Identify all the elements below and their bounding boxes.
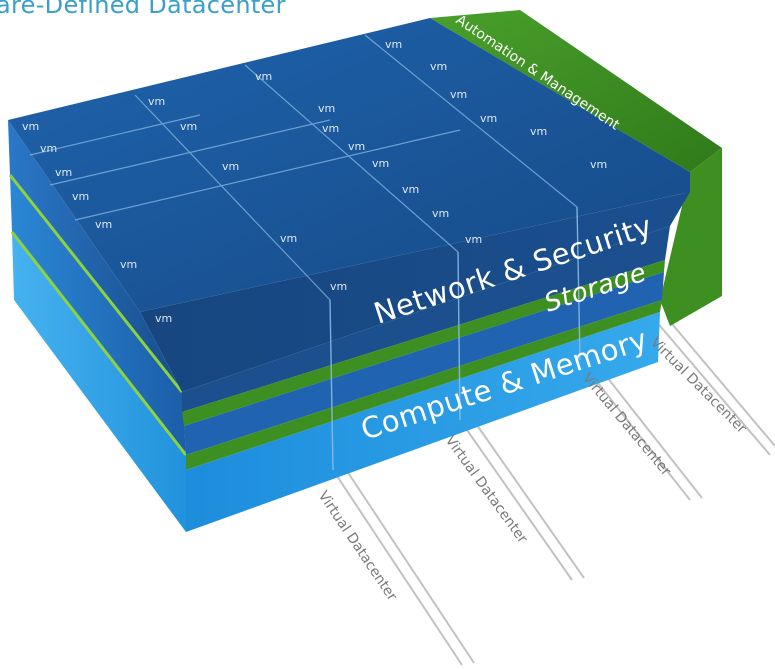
vm-label: vm bbox=[432, 207, 449, 220]
vm-label: vm bbox=[180, 120, 197, 133]
vm-label: vm bbox=[385, 38, 402, 51]
vm-label: vm bbox=[148, 95, 165, 108]
vm-label: vm bbox=[318, 102, 335, 115]
diagram-title: are-Defined Datacenter bbox=[0, 0, 286, 19]
virtual-datacenter-label: Virtual Datacenter bbox=[579, 370, 674, 479]
vm-label: vm bbox=[530, 125, 547, 138]
front-tile-separators bbox=[329, 206, 581, 471]
top-grid-lines bbox=[29, 34, 578, 301]
vm-label: vm bbox=[280, 232, 297, 245]
left-green-divider-1 bbox=[8, 174, 184, 393]
vm-label: vm bbox=[480, 112, 497, 125]
top-face bbox=[8, 18, 690, 312]
front-network-band bbox=[182, 226, 670, 412]
front-storage-face bbox=[184, 272, 664, 455]
vm-label: vm bbox=[322, 122, 339, 135]
vm-labels: vm vm vm vm vm vm vm vm vm vm vm vm vm v… bbox=[22, 38, 607, 325]
vm-label: vm bbox=[255, 70, 272, 83]
left-network-face bbox=[8, 120, 182, 392]
vm-label: vm bbox=[330, 280, 347, 293]
left-storage-face bbox=[10, 175, 186, 455]
virtual-datacenter-label: Virtual Datacenter bbox=[647, 335, 749, 437]
vm-label: vm bbox=[72, 190, 89, 203]
left-compute-face bbox=[12, 232, 186, 532]
front-green-band-2 bbox=[186, 300, 662, 470]
vm-label: vm bbox=[222, 160, 239, 173]
vm-label: vm bbox=[155, 312, 172, 325]
vm-label: vm bbox=[430, 60, 447, 73]
automation-side bbox=[660, 148, 722, 326]
vm-label: vm bbox=[22, 120, 39, 133]
vm-label: vm bbox=[590, 158, 607, 171]
vm-label: vm bbox=[55, 166, 72, 179]
vm-label: vm bbox=[348, 140, 365, 153]
front-green-band-1 bbox=[182, 260, 665, 426]
vm-label: vm bbox=[402, 183, 419, 196]
vm-label: vm bbox=[120, 258, 137, 271]
vm-label: vm bbox=[95, 218, 112, 231]
front-network-face bbox=[140, 192, 690, 392]
vm-label: vm bbox=[40, 142, 57, 155]
vm-label: vm bbox=[465, 233, 482, 246]
automation-top bbox=[430, 10, 722, 172]
vm-label: vm bbox=[372, 157, 389, 170]
left-green-divider-2 bbox=[10, 231, 188, 456]
vm-label: vm bbox=[450, 88, 467, 101]
datacenter-guide-lines bbox=[332, 317, 775, 666]
front-compute-face bbox=[186, 312, 660, 532]
virtual-datacenter-label: Virtual Datacenter bbox=[442, 433, 531, 547]
